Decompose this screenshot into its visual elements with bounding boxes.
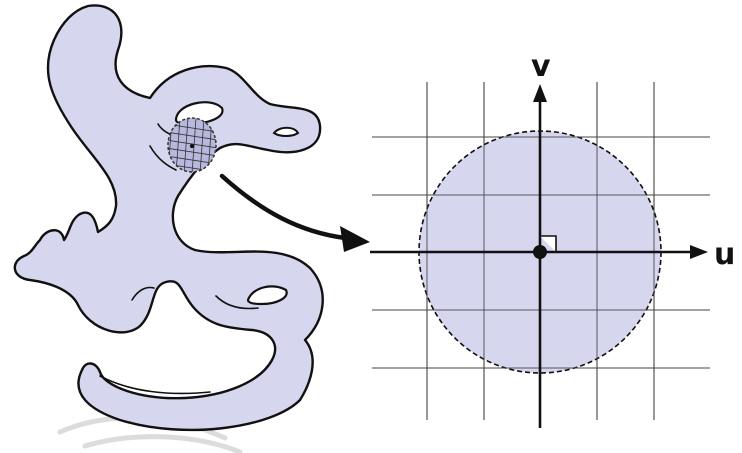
right-angle-marker (540, 235, 557, 252)
surface-hole-handle (272, 126, 300, 137)
v-axis-label: v (531, 49, 551, 84)
origin-point (533, 245, 547, 259)
u-axis (370, 245, 708, 259)
parameter-domain: u v (370, 49, 735, 428)
v-axis (533, 84, 547, 428)
u-axis-arrowhead (690, 245, 708, 259)
mapping-arrow (219, 173, 370, 252)
u-axis-label: u (714, 237, 735, 272)
surface-hole-lower (246, 285, 288, 306)
surface-shape (13, 4, 324, 432)
v-axis-arrowhead (533, 84, 547, 102)
surface-body (13, 4, 324, 432)
